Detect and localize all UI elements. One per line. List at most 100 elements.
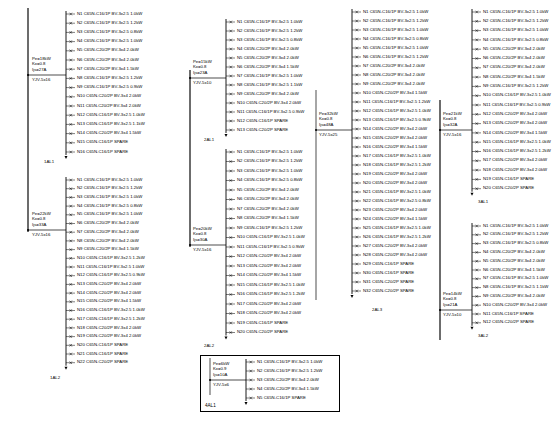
- circuit-label: N6 C65N-C20/2P BV-3x4 2.0kW: [77, 221, 139, 225]
- breaker-symbol: [70, 31, 73, 34]
- circuit-label: N9 C65N-C16/1P BV-3x2.5 0.9kW: [77, 85, 142, 89]
- branch-line: [226, 209, 235, 210]
- load-spec: Kx=0.9: [213, 367, 227, 371]
- load-spec: Kx=0.8: [193, 232, 207, 236]
- breaker-symbol: [70, 309, 73, 312]
- branch-line: [472, 226, 481, 227]
- branch-line: [226, 247, 235, 248]
- breaker-symbol: [230, 236, 233, 239]
- breaker-symbol: [356, 182, 359, 185]
- circuit-label: N13 C65N-C20/2P SPARE: [237, 128, 288, 132]
- junction-dot: [315, 129, 317, 131]
- branch-line: [472, 243, 481, 244]
- circuit-label: N7 C65N-C20/2P BV-3x4 1.5kW: [77, 67, 139, 71]
- breaker-symbol: [230, 57, 233, 60]
- load-spec: Kx=0.8: [193, 65, 207, 69]
- breaker-symbol: [476, 76, 479, 79]
- branch-line: [226, 313, 235, 314]
- branch-line: [66, 69, 75, 70]
- branch-line: [246, 371, 255, 372]
- breaker-symbol: [356, 263, 359, 266]
- circuit-label: N5 C65N-C20/2P BV-3x4 2.0kW: [237, 56, 299, 60]
- branch-line: [226, 171, 235, 172]
- busbar: [352, 9, 353, 294]
- breaker-symbol: [70, 114, 73, 117]
- circuit-label: N3 C65N-C16/1P BV-3x2.5 1.0kW: [363, 28, 428, 32]
- branch-line: [66, 206, 75, 207]
- breaker-symbol: [230, 111, 233, 114]
- branch-line: [226, 256, 235, 257]
- circuit-label: N3 C65N-C16/1P BV-3x2.5 0.8kW: [77, 30, 142, 34]
- circuit-label: N1 C65N-C16/1P BV-3x2.5 1.0kW: [483, 224, 548, 228]
- branch-line: [352, 291, 361, 292]
- feeder-line: [440, 100, 441, 340]
- circuit-label: N17 C65N-C20/2P BV-3x4 2.0kW: [237, 302, 301, 306]
- branch-line: [352, 12, 361, 13]
- circuit-label: N14 C65N-C20/2P BV-3x4 1.5kW: [77, 131, 141, 135]
- branch-line: [472, 114, 481, 115]
- branch-line: [352, 138, 361, 139]
- breaker-symbol: [476, 160, 479, 163]
- arrow-mark: [351, 295, 354, 298]
- breaker-symbol: [70, 205, 73, 208]
- breaker-symbol: [70, 86, 73, 89]
- circuit-label: N20 C65N-C16/1P SPARE: [77, 343, 128, 347]
- arrow-mark: [225, 134, 228, 137]
- circuit-label: N17 C65N-C20/2P BV-3x4 2.0kW: [483, 158, 547, 162]
- branch-line: [66, 310, 75, 311]
- circuit-label: N7 C65N-C20/2P BV-3x4 2.0kW: [77, 230, 139, 234]
- branch-line: [472, 261, 481, 262]
- circuit-label: N4 C65N-C16/1P BV-3x2.5 0.8kW: [363, 37, 428, 41]
- branch-line: [472, 314, 481, 315]
- circuit-label: N2 C65N-C16/1P BV-3x2.5 1.2kW: [483, 19, 548, 23]
- breaker-symbol: [250, 388, 253, 391]
- breaker-symbol: [476, 260, 479, 263]
- circuit-label: N14 C65N-C20/2P BV-3x4 1.5kW: [237, 273, 301, 277]
- breaker-symbol: [356, 200, 359, 203]
- branch-line: [472, 252, 481, 253]
- branch-line: [226, 237, 235, 238]
- breaker-symbol: [476, 94, 479, 97]
- breaker-symbol: [70, 361, 73, 364]
- circuit-label: N15 C65N-C20/2P BV-3x4 2.0kW: [363, 136, 427, 140]
- breaker-symbol: [356, 290, 359, 293]
- breaker-symbol: [476, 225, 479, 228]
- cable-spec: YJV-5x6: [213, 383, 229, 387]
- circuit-label: N17 C65N-C16/1P BV-3x2.5 1.0kW: [363, 154, 431, 158]
- load-spec: Ijs=33A: [32, 223, 46, 227]
- branch-line: [472, 30, 481, 31]
- load-spec: Ijs=10A: [213, 373, 227, 377]
- circuit-label: N3 C65N-C16/1P BV-3x2.5 0.8kW: [237, 38, 302, 42]
- breaker-symbol: [230, 179, 233, 182]
- breaker-symbol: [230, 102, 233, 105]
- circuit-label: N4 C65N-C16/1P BV-3x2.5 1.0kW: [77, 39, 142, 43]
- circuit-label: N15 C65N-C16/1P BV-3x2.5 1.0kW: [483, 140, 551, 144]
- branch-line: [352, 129, 361, 130]
- circuit-label: N4 C65N-C20/2P BV-3x4 2.0kW: [237, 47, 299, 51]
- breaker-symbol: [70, 335, 73, 338]
- branch-line: [472, 270, 481, 271]
- branch-line: [472, 95, 481, 96]
- circuit-label: N9 C65N-C20/2P BV-3x4 2.0kW: [363, 82, 425, 86]
- branch-line: [472, 21, 481, 22]
- feeder-line: [190, 70, 191, 247]
- circuit-label: N8 C65N-C16/1P BV-3x2.5 1.2kW: [77, 76, 142, 80]
- branch-line: [352, 21, 361, 22]
- circuit-label: N3 C65N-C16/1P BV-3x2.5 1.0kW: [77, 195, 142, 199]
- arrow-mark: [245, 402, 248, 405]
- circuit-label: N16 C65N-C16/1P SPARE: [77, 150, 128, 154]
- circuit-label: N1 C65N-C16/1P BV-3x2.5 1.0kW: [363, 10, 428, 14]
- branch-line: [472, 67, 481, 68]
- circuit-label: N13 C65N-C16/1P BV-3x2.5 0.9kW: [363, 118, 431, 122]
- circuit-label: N1 C65N-C16/1P BV-3x2.5 1.0kW: [237, 20, 302, 24]
- circuit-label: N30 C65N-C16/1P SPARE: [363, 271, 414, 275]
- circuit-label: N13 C65N-C16/1P BV-3x2.5 1.1kW: [77, 122, 145, 126]
- circuit-label: N19 C65N-C16/1P SPARE: [237, 321, 288, 325]
- breaker-symbol: [356, 155, 359, 158]
- branch-line: [226, 22, 235, 23]
- circuit-label: N8 C65N-C20/2P BV-3x4 2.0kW: [77, 239, 139, 243]
- breaker-symbol: [70, 132, 73, 135]
- circuit-label: N27 C65N-C20/2P BV-3x4 2.0kW: [363, 244, 427, 248]
- feeder-line: [210, 358, 211, 395]
- branch-line: [352, 237, 361, 238]
